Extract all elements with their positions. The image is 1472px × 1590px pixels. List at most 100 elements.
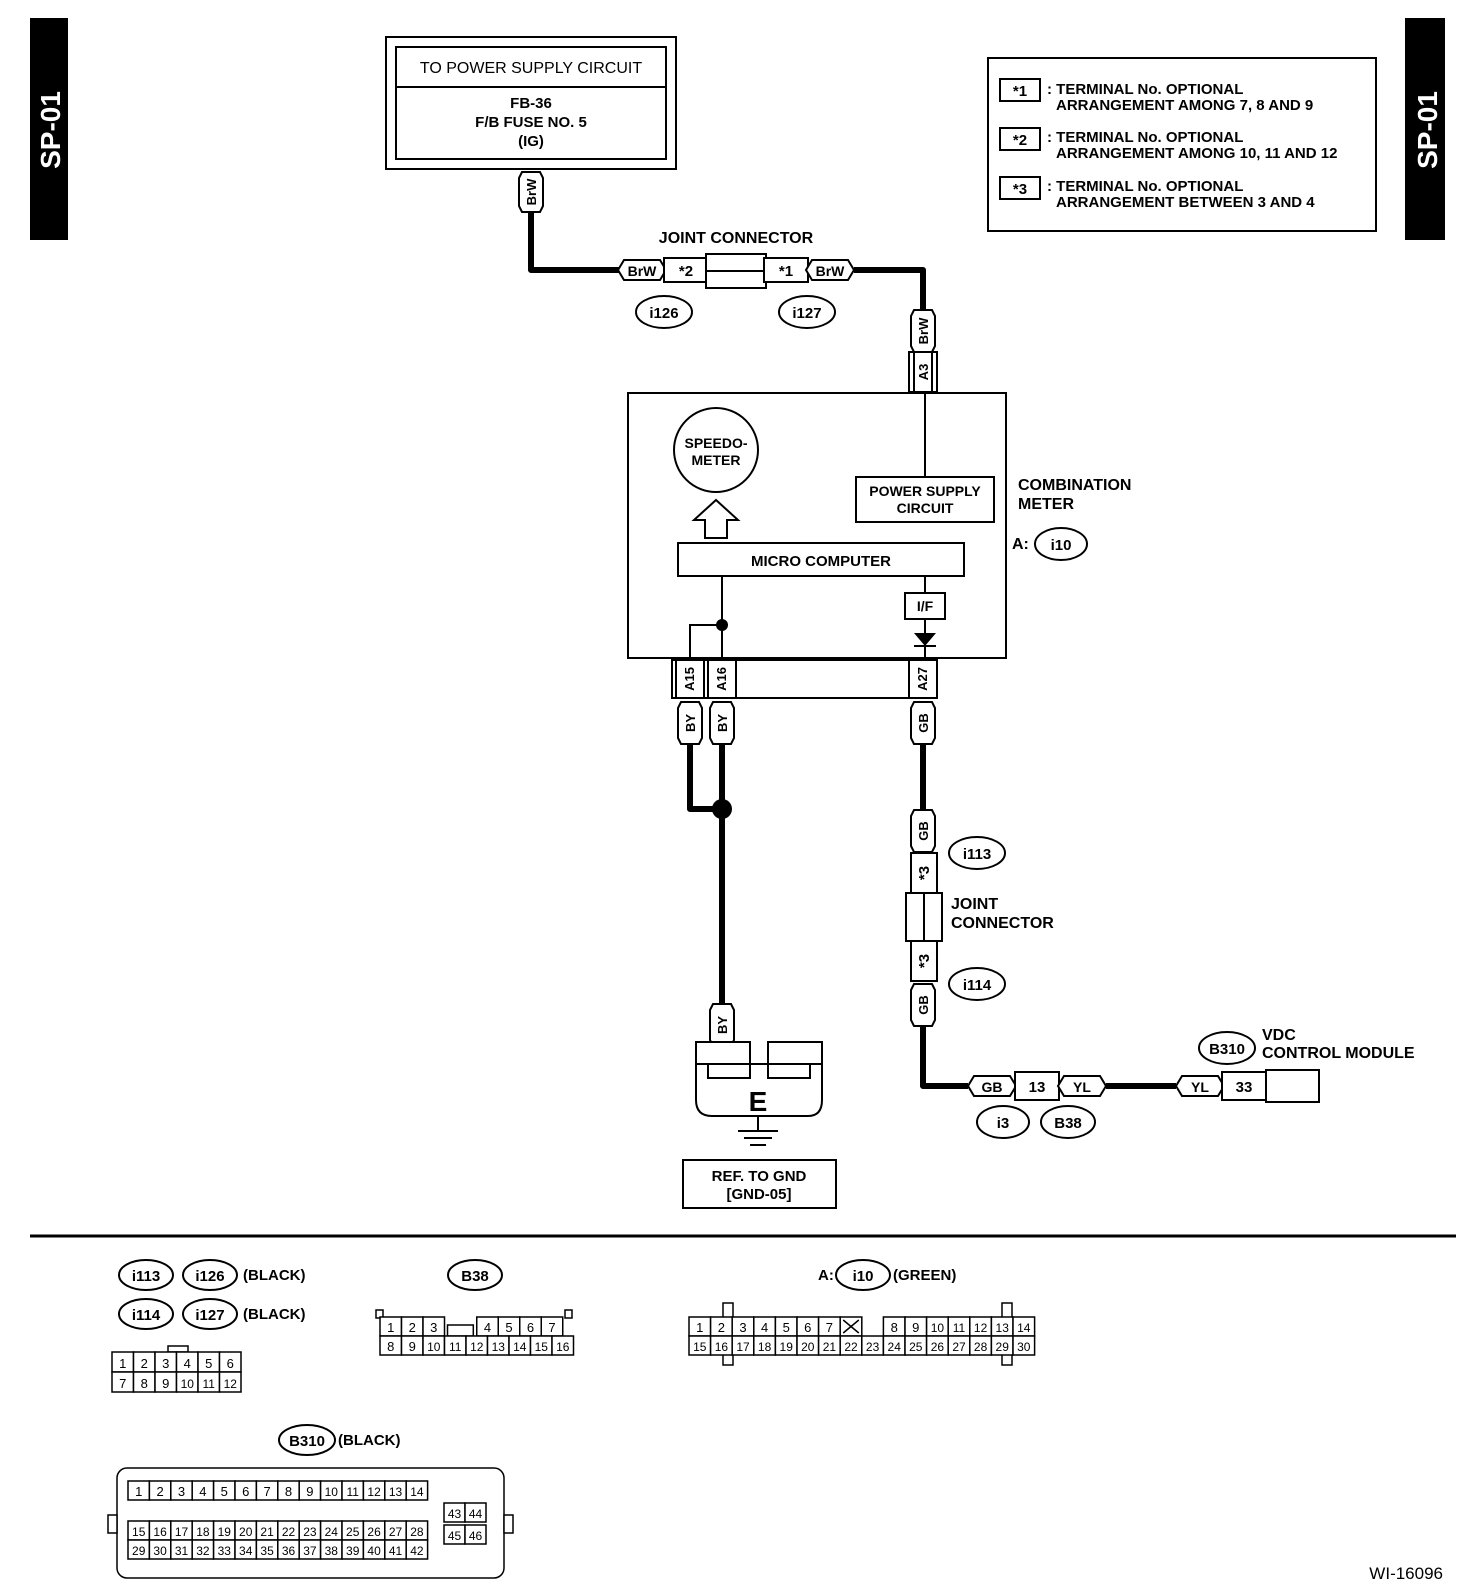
pin-number: 21 [260,1525,274,1539]
pin-cell [218,1371,242,1393]
pin-number: 4 [199,1484,206,1499]
wire-label-by-a15: BY [677,701,703,745]
svg-text:CIRCUIT: CIRCUIT [897,500,954,516]
legend-1-line2: ARRANGEMENT AMONG 7, 8 AND 9 [1056,97,1313,114]
legend-2-mark: *2 [1013,132,1027,149]
pin-number: 11 [449,1340,462,1354]
pin-number: 34 [239,1544,253,1558]
svg-text:GB: GB [982,1079,1003,1095]
pin-number: 29 [996,1340,1010,1354]
side-tab-right-label: SP-01 [1412,91,1443,169]
color-black-1: (BLACK) [243,1267,305,1284]
pin-number: 4 [484,1320,491,1335]
pin-number: 8 [141,1376,148,1391]
pin-number: 5 [221,1484,228,1499]
legend-box [987,57,1377,232]
svg-text:i127: i127 [195,1307,224,1324]
wire-label-by-ground: BY [709,1003,735,1047]
color-green: (GREEN) [893,1267,956,1284]
svg-text:A:: A: [1012,536,1029,553]
speedometer-line2: METER [692,452,741,468]
svg-text:[GND-05]: [GND-05] [726,1186,791,1203]
micro-computer-box [677,542,965,577]
pin-number: 33 [218,1544,232,1558]
pin-number: 4 [184,1356,191,1371]
view-badge-b38 [447,1259,503,1291]
pin-number: 2 [141,1356,148,1371]
pin-number: 14 [513,1340,527,1354]
joint-top-mark-2: *2 [679,263,693,280]
pin-number: 9 [912,1320,919,1335]
combination-meter-label-2: METER [1018,496,1074,513]
view-badge-i113 [118,1259,174,1291]
svg-text:BrW: BrW [916,317,931,344]
pin-number: 10 [181,1377,195,1391]
power-supply-box-inner [395,46,667,160]
pin-number: 36 [282,1544,296,1558]
pin-number: 28 [410,1525,424,1539]
joint-top-mark-1: *1 [779,263,793,280]
pin-number: 2 [156,1484,163,1499]
badge-i126 [635,295,693,329]
svg-text:i114: i114 [963,977,992,994]
svg-text:E: E [749,1086,768,1117]
pin-number: 20 [239,1525,253,1539]
legend-3-line1: : TERMINAL No. OPTIONAL [1047,178,1243,195]
pin-number: 27 [952,1340,966,1354]
pin-number: 8 [285,1484,292,1499]
pin-number: 14 [1017,1321,1031,1335]
svg-text:i127: i127 [792,305,821,322]
pin-number: 20 [801,1340,815,1354]
pin-number: 10 [325,1485,339,1499]
up-arrow-icon [691,498,741,539]
svg-text:BY: BY [715,714,730,732]
pin-number: 1 [696,1320,703,1335]
pin-number: 15 [535,1340,549,1354]
svg-text:GB: GB [916,995,931,1015]
wire-label-gb-a27: GB [910,701,936,745]
svg-text:GB: GB [916,821,931,841]
ref-to-gnd-box [682,1159,837,1209]
svg-text:BrW: BrW [524,178,539,205]
pin-number: 8 [387,1339,394,1354]
power-supply-line2: F/B FUSE NO. 5 [475,114,587,131]
power-supply-line3: (IG) [518,133,544,150]
pin-number: 19 [780,1340,794,1354]
svg-text:13: 13 [1029,1079,1046,1096]
pin-cell [464,1502,487,1523]
pin-number: 3 [162,1356,169,1371]
svg-text:YL: YL [1073,1079,1091,1095]
pin-number: 16 [556,1340,570,1354]
pin-number: 37 [303,1544,317,1558]
svg-text:I/F: I/F [917,598,934,614]
pin-number: 24 [888,1340,902,1354]
pin-number: 39 [346,1544,360,1558]
pin-number: 12 [470,1340,484,1354]
combination-meter-label-1: COMBINATION [1018,477,1131,494]
pin-number: 41 [389,1544,403,1558]
pin-number: 4 [761,1320,768,1335]
pin-a3: A3 [908,351,938,393]
pin-number: 35 [260,1544,274,1558]
svg-text:B38: B38 [461,1268,489,1285]
svg-text:BrW: BrW [628,263,658,279]
svg-text:i3: i3 [997,1115,1010,1132]
pin-number: 31 [175,1544,189,1558]
svg-text:i113: i113 [132,1268,160,1285]
pin-number: 22 [844,1340,858,1354]
pin-number: 45 [448,1529,462,1543]
svg-text:MICRO COMPUTER: MICRO COMPUTER [751,553,891,570]
pin-number: 30 [153,1544,167,1558]
pin-number: 3 [178,1484,185,1499]
pin-number: 23 [866,1340,880,1354]
wire-label-gb-i114: GB [910,983,936,1027]
pin-number: 5 [783,1320,790,1335]
if-box [904,592,946,620]
svg-text:POWER SUPPLY: POWER SUPPLY [869,483,981,499]
pin-number: 42 [410,1544,424,1558]
pin-number: 11 [346,1485,359,1499]
svg-text:A27: A27 [915,667,930,691]
